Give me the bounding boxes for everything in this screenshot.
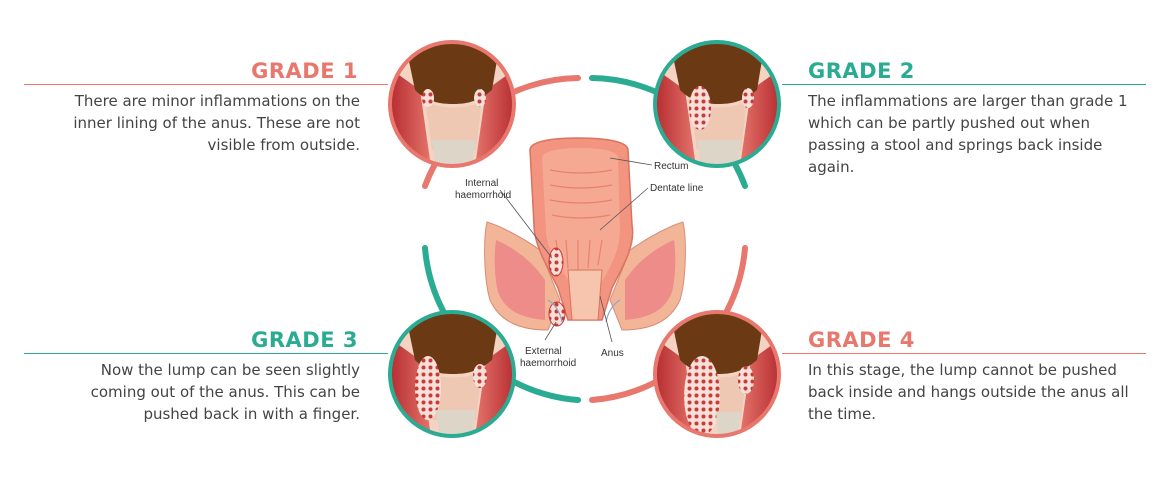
- grade-4-illustration: [655, 312, 779, 436]
- grade-2-divider: [782, 84, 1146, 85]
- label-external-haemorrhoid-2: haemorrhoid: [520, 358, 576, 369]
- label-internal-haemorrhoid-1: Internal: [465, 178, 498, 189]
- grade-3-circle: [388, 310, 516, 438]
- label-internal-haemorrhoid-2: haemorrhoid: [455, 190, 511, 201]
- grade-4-title: GRADE 4: [808, 328, 915, 352]
- grade-2-circle: [653, 40, 781, 168]
- grade-1-illustration: [390, 42, 514, 166]
- label-rectum: Rectum: [654, 161, 688, 172]
- grade-2-illustration: [655, 42, 779, 166]
- grade-1-title: GRADE 1: [251, 59, 358, 83]
- grade-3-description: Now the lump can be seen slightly coming…: [90, 361, 360, 423]
- label-external-haemorrhoid-1: External: [525, 346, 562, 357]
- label-anus: Anus: [601, 348, 624, 359]
- grade-3-illustration: [390, 312, 514, 436]
- grade-1-circle: [388, 40, 516, 168]
- grade-3-title: GRADE 3: [251, 328, 358, 352]
- grade-3-divider: [24, 353, 388, 354]
- grade-2-description: The inflammations are larger than grade …: [808, 92, 1128, 176]
- grade-2-title: GRADE 2: [808, 59, 915, 83]
- grade-1-divider: [24, 84, 388, 85]
- grade-4-divider: [782, 353, 1146, 354]
- grade-4-circle: [653, 310, 781, 438]
- grade-4-description: In this stage, the lump cannot be pushed…: [808, 361, 1129, 423]
- grade-1-description: There are minor inflammations on the inn…: [73, 92, 360, 154]
- rectum-cross-section: [484, 137, 686, 331]
- label-dentate-line: Dentate line: [650, 183, 704, 194]
